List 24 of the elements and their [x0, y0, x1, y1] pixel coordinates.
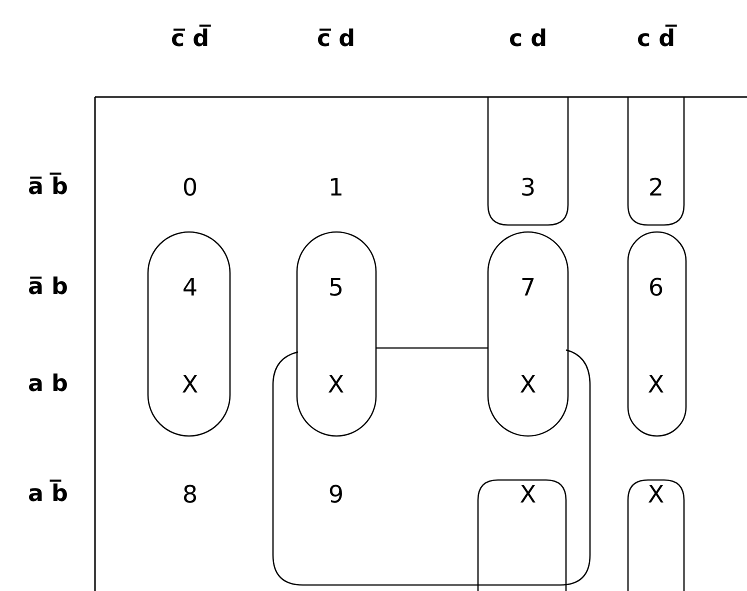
cell-value: X — [328, 369, 344, 400]
column-header: c̅ d̅ — [170, 25, 210, 54]
cell-value: 6 — [648, 272, 664, 304]
cell-value: 7 — [520, 272, 536, 304]
cell-value: 1 — [328, 172, 344, 204]
cell-value: 8 — [182, 479, 198, 510]
cell-value: 9 — [328, 479, 344, 510]
cell-value: X — [182, 369, 198, 400]
row-header: a b̅ — [28, 480, 68, 510]
cell-value: X — [520, 369, 536, 400]
cell-value: 5 — [328, 272, 344, 304]
cell-value: X — [520, 479, 536, 510]
cell-value: 3 — [520, 172, 536, 204]
cell-value: 4 — [182, 272, 198, 304]
row-header: a b — [28, 370, 68, 400]
cell-value: 0 — [182, 172, 198, 204]
column-header: c d — [508, 25, 548, 54]
cell-value: X — [648, 369, 664, 400]
column-header: c̅ d — [316, 25, 356, 54]
row-header: a̅ b — [28, 273, 68, 302]
row-header: a̅ b̅ — [28, 173, 68, 202]
cell-value: X — [648, 479, 664, 510]
cell-value: 2 — [648, 172, 664, 204]
column-header: c d̅ — [636, 25, 676, 54]
